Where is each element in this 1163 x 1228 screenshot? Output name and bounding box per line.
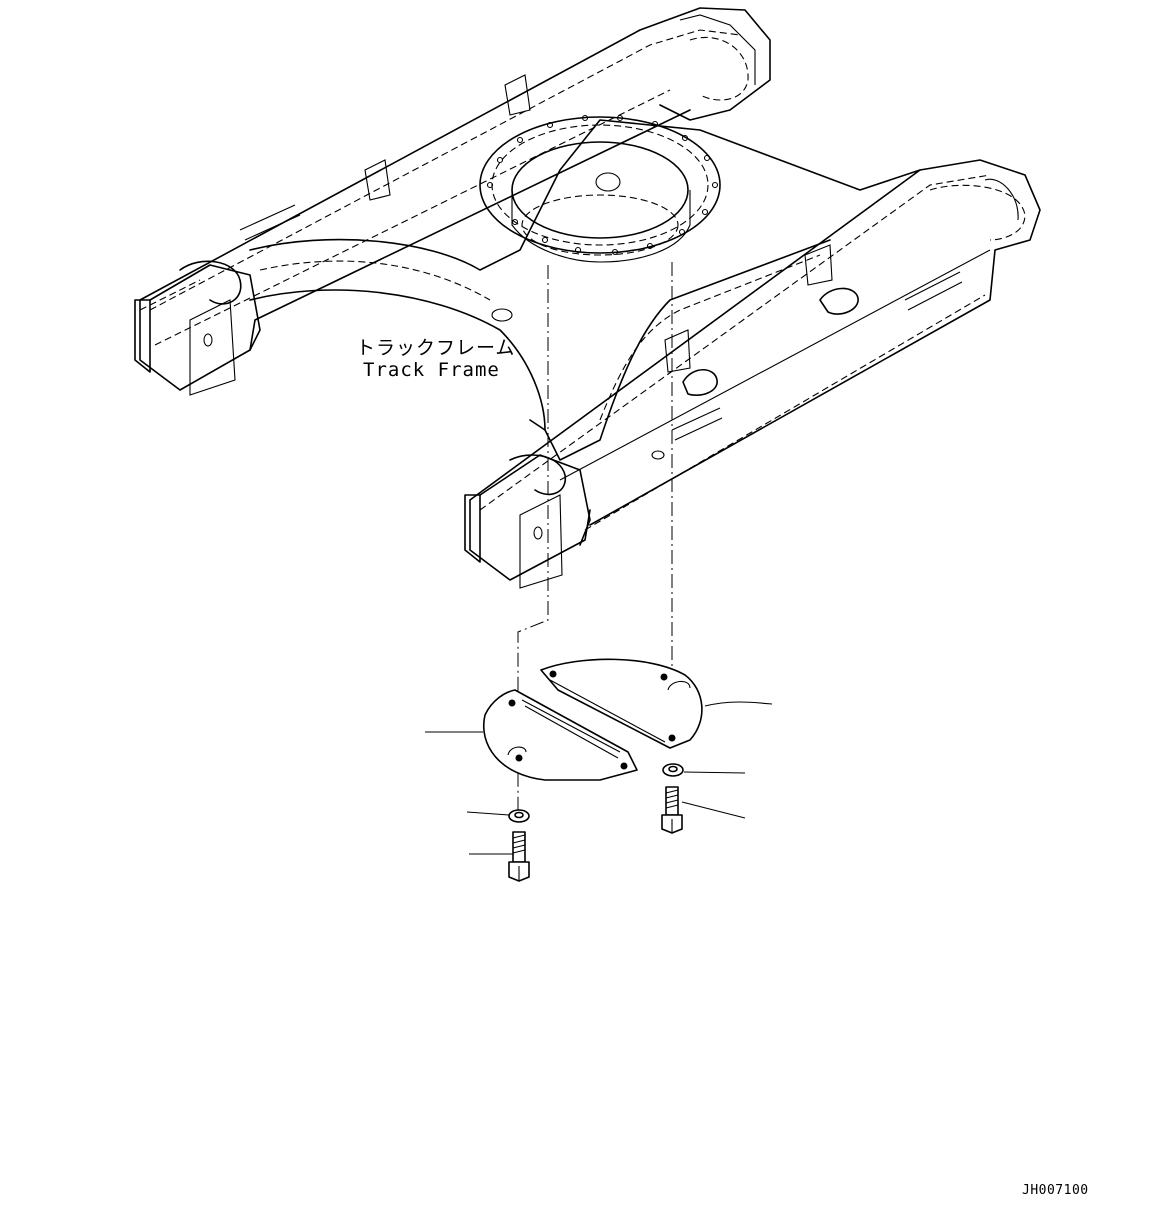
leader-cover-plate-right <box>704 701 773 707</box>
bolt-left <box>508 831 530 882</box>
leader-washer-left <box>466 811 510 816</box>
cover-plate-left <box>483 689 638 781</box>
washer-left <box>508 809 530 823</box>
callout-leaders <box>425 701 773 855</box>
leader-washer-right <box>683 771 746 774</box>
washer-right <box>662 763 684 777</box>
track-frame-label-en: Track Frame <box>363 359 500 381</box>
leader-bolt-right <box>681 801 746 819</box>
bolt-right <box>661 786 683 834</box>
track-frame <box>134 7 1041 589</box>
track-frame-label-jp: トラックフレーム <box>356 337 516 359</box>
cover-plate-right <box>540 658 703 749</box>
drawing-code: JH007100 <box>1022 1183 1089 1198</box>
assembly-centerlines <box>517 262 673 810</box>
